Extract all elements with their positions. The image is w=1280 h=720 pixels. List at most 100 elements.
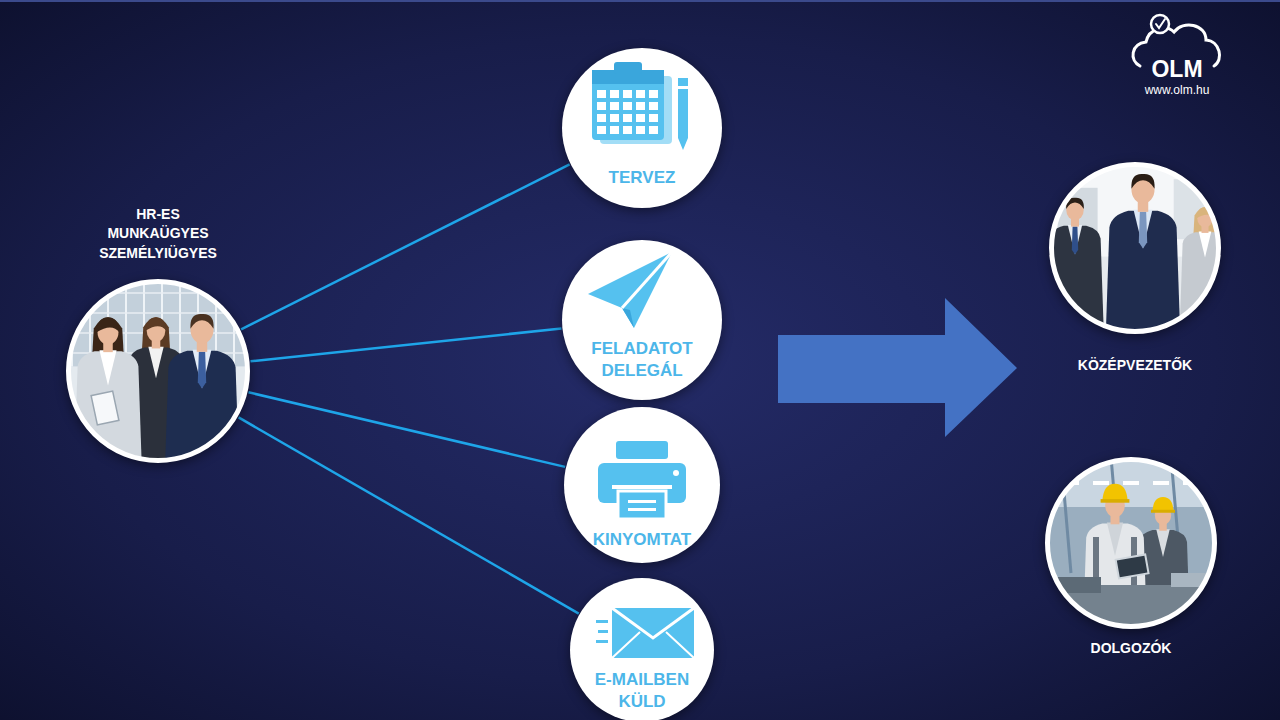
tie — [198, 352, 206, 389]
suit — [1046, 226, 1104, 333]
ceiling-light — [1093, 481, 1109, 485]
top-rule — [0, 0, 1280, 2]
hair — [190, 314, 213, 329]
connector-line — [239, 417, 579, 613]
node-heading: HR-ES MUNKAÜGYES SZEMÉLYIÜGYES — [91, 205, 225, 264]
calendar-day — [597, 102, 606, 110]
tie — [1072, 227, 1078, 255]
calendar-day — [649, 102, 658, 110]
photo-illustration — [1046, 162, 1230, 352]
photo-ring — [1052, 165, 1219, 332]
icon-circle: FELADATOT DELEGÁL — [562, 240, 722, 400]
node-label: KINYOMTAT — [572, 529, 712, 551]
white-circle — [564, 407, 720, 563]
sheet-line — [628, 500, 656, 503]
calendar-day — [597, 90, 606, 98]
icon — [588, 252, 672, 328]
window-rail — [66, 292, 250, 294]
tablet — [1116, 555, 1149, 579]
helmet — [1102, 484, 1127, 501]
ceiling-light — [1153, 481, 1169, 485]
icon-circle: TERVEZ — [562, 48, 722, 208]
node-heading: KÖZÉPVEZETŐK — [1035, 356, 1235, 375]
calendar-day — [610, 90, 619, 98]
person-figure — [164, 314, 240, 492]
calendar-day — [649, 90, 658, 98]
icon — [596, 608, 694, 658]
hair — [1131, 174, 1154, 189]
shirt — [1134, 210, 1153, 249]
photo-circle: KÖZÉPVEZETŐK — [1049, 162, 1221, 334]
icon — [598, 441, 686, 519]
person-figure — [1180, 207, 1230, 326]
calendar-day — [610, 114, 619, 122]
paper-plane-under — [622, 308, 634, 328]
envelope-fold — [612, 632, 694, 658]
machine-part — [1171, 573, 1221, 587]
speed-line — [598, 630, 608, 633]
calendar-day — [623, 114, 632, 122]
icon — [592, 62, 688, 150]
printed-sheet — [618, 491, 666, 519]
calendar-day — [623, 126, 632, 134]
envelope — [612, 608, 694, 658]
node-label: TERVEZ — [572, 167, 712, 189]
pencil — [678, 78, 688, 138]
speed-line — [596, 640, 608, 643]
printer-tray — [616, 441, 668, 459]
suit — [74, 351, 142, 478]
logo-check — [1156, 19, 1165, 28]
photo-illustration — [1045, 457, 1221, 644]
icon-circle: KINYOMTAT — [564, 407, 720, 563]
paper-plane-fold — [622, 252, 672, 308]
connector-line — [250, 328, 561, 361]
shirt — [1156, 529, 1170, 557]
pencil-tip — [678, 138, 688, 150]
connector-line — [249, 392, 566, 467]
speed-line — [596, 620, 608, 623]
photo-illustration — [66, 279, 250, 492]
printer-slot — [612, 485, 672, 489]
printer-button — [673, 470, 679, 476]
calendar-day — [623, 102, 632, 110]
white-circle — [570, 578, 714, 720]
sheet-line — [628, 508, 656, 511]
calendar-day — [649, 126, 658, 134]
logo-text: OLM — [1151, 56, 1202, 83]
steel-beam — [1061, 457, 1071, 573]
helmet-brim — [1151, 510, 1175, 513]
hair-fringe — [146, 318, 166, 331]
photo-ring — [1048, 460, 1215, 627]
photo-ring — [69, 282, 248, 461]
logo-url: www.olm.hu — [1145, 83, 1210, 97]
white-circle — [562, 240, 722, 400]
shirt — [1107, 523, 1123, 556]
envelope-flap — [612, 608, 694, 638]
logo-clock — [1151, 15, 1169, 33]
icon-circle: E-MAILBEN KÜLD — [570, 578, 714, 720]
calendar-day — [636, 102, 645, 110]
photo-circle: DOLGOZÓK — [1045, 457, 1217, 629]
suit — [164, 351, 240, 492]
calendar-day — [610, 102, 619, 110]
photo-circle: HR-ES MUNKAÜGYES SZEMÉLYIÜGYES — [66, 279, 250, 463]
shirt — [1199, 232, 1212, 258]
calendar-day — [597, 126, 606, 134]
helmet — [1153, 497, 1174, 511]
calendar-day — [610, 126, 619, 134]
hair-fringe — [97, 318, 120, 332]
calendar-day — [649, 114, 658, 122]
calendar-day — [623, 90, 632, 98]
calendar-day — [636, 90, 645, 98]
shirt — [148, 347, 163, 378]
pencil-band — [678, 86, 688, 89]
photo-frame — [66, 279, 250, 463]
node-heading: DOLGOZÓK — [1031, 639, 1231, 658]
ceiling-light — [1123, 481, 1139, 485]
clipboard-clip — [614, 62, 642, 74]
node-label: E-MAILBEN KÜLD — [587, 669, 697, 713]
